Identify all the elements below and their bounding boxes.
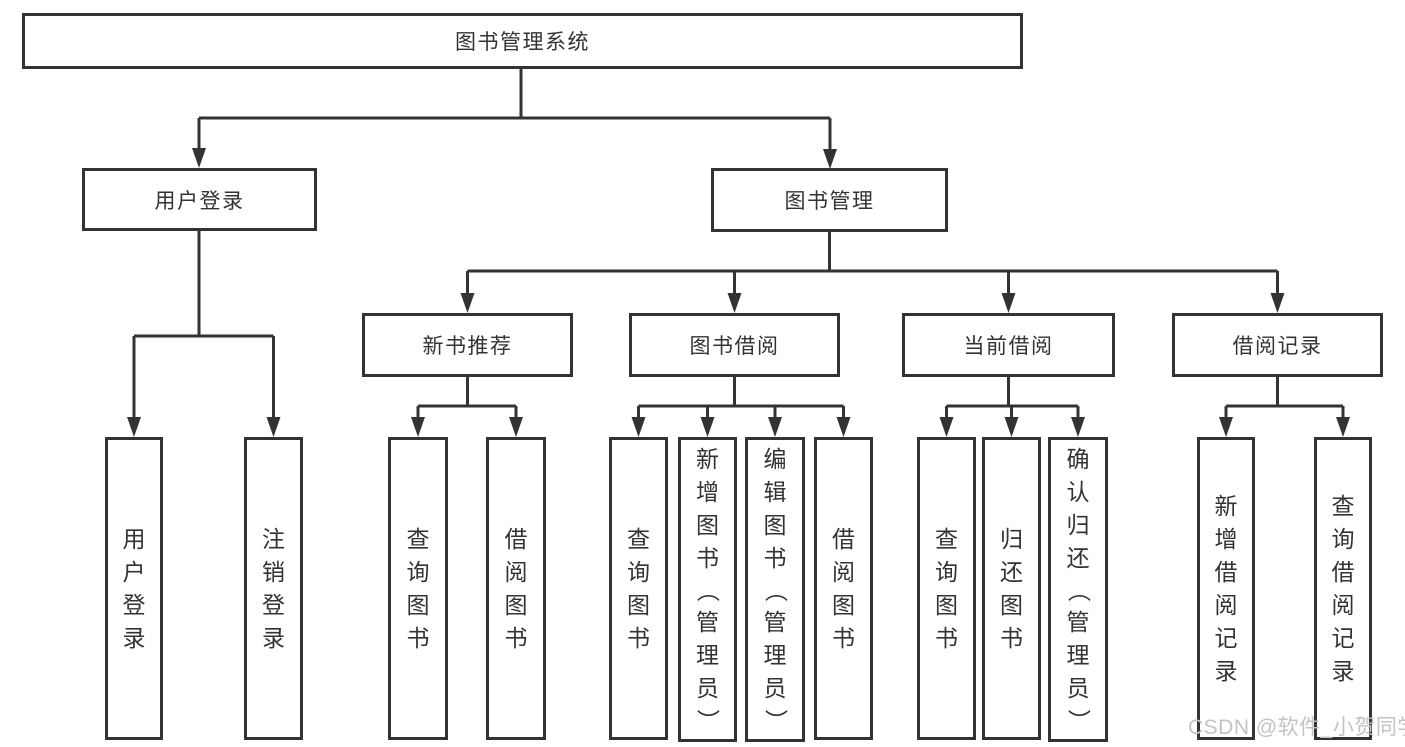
node-label: 注销登录 xyxy=(262,525,285,651)
node-label: 图书管理 xyxy=(784,190,875,213)
node-label: 用户登录 xyxy=(154,189,245,213)
csdn-watermark: CSDN @软件_小贺同学 xyxy=(1188,716,1405,739)
node-label: 查询图书 xyxy=(627,525,650,651)
arrow-down-icon xyxy=(768,417,782,437)
arrow-down-icon xyxy=(460,293,475,313)
node-label: 查询图书 xyxy=(406,525,430,651)
leaf-logout: 注销登录 xyxy=(244,437,303,740)
node-label: 新书推荐 xyxy=(422,335,513,358)
leaf-borrow-books-recommend: 借阅图书 xyxy=(486,437,546,740)
arrow-down-icon xyxy=(1336,417,1350,437)
connector-user-login-to-children xyxy=(127,231,281,437)
leaf-user-login: 用户登录 xyxy=(105,437,163,740)
arrow-down-icon xyxy=(411,417,425,437)
arrow-down-icon xyxy=(700,417,715,437)
connector-current-borrow-to-children xyxy=(939,377,1085,437)
arrow-down-icon xyxy=(823,149,837,169)
leaf-query-books-borrow: 查询图书 xyxy=(609,437,668,740)
arrow-down-icon xyxy=(1004,417,1019,437)
node-label: 图书借阅 xyxy=(689,335,780,358)
arrow-down-icon xyxy=(127,417,141,437)
node-label: 借阅图书 xyxy=(504,525,528,651)
connector-borrow-record-to-children xyxy=(1219,377,1350,437)
arrow-down-icon xyxy=(727,293,742,313)
arrow-down-icon xyxy=(1001,293,1016,313)
leaf-query-books-recommend: 查询图书 xyxy=(388,437,448,740)
leaf-add-book-admin: 新增图书（管理员） xyxy=(678,437,737,742)
node-label: 用户登录 xyxy=(122,525,146,651)
arrow-down-icon xyxy=(509,417,523,437)
connector-book-borrow-to-children xyxy=(631,377,851,437)
connector-book-management-to-level3 xyxy=(460,232,1285,313)
arrow-down-icon xyxy=(631,417,646,437)
node-label: 确认归还（管理员） xyxy=(1065,446,1092,732)
leaf-confirm-return-admin: 确认归还（管理员） xyxy=(1048,437,1108,742)
leaf-query-books-current: 查询图书 xyxy=(917,437,976,740)
arrow-down-icon xyxy=(266,417,281,437)
connector-root-to-level2 xyxy=(192,69,837,169)
node-library-system: 图书管理系统 xyxy=(22,13,1023,69)
leaf-return-books: 归还图书 xyxy=(982,437,1041,740)
arrow-down-icon xyxy=(1071,417,1085,437)
arrow-down-icon xyxy=(939,417,954,437)
leaf-query-borrow-record: 查询借阅记录 xyxy=(1314,437,1372,740)
node-label: 查询图书 xyxy=(935,525,958,651)
leaf-add-borrow-record: 新增借阅记录 xyxy=(1197,437,1255,740)
node-book-management: 图书管理 xyxy=(711,168,948,232)
node-book-borrow: 图书借阅 xyxy=(629,313,840,377)
node-label: 归还图书 xyxy=(1000,525,1023,651)
arrow-down-icon xyxy=(1219,417,1233,437)
node-label: 借阅记录 xyxy=(1232,335,1323,358)
node-current-borrow: 当前借阅 xyxy=(902,313,1115,377)
node-label: 查询借阅记录 xyxy=(1331,492,1355,684)
node-user-login: 用户登录 xyxy=(82,168,317,231)
node-new-book-recommend: 新书推荐 xyxy=(362,313,573,377)
node-label: 当前借阅 xyxy=(963,335,1054,358)
leaf-borrow-books: 借阅图书 xyxy=(814,437,873,740)
node-label: 编辑图书（管理员） xyxy=(762,446,789,732)
node-label: 图书管理系统 xyxy=(455,31,590,54)
arrow-down-icon xyxy=(836,417,851,437)
node-label: 新增借阅记录 xyxy=(1214,492,1238,684)
connector-new-book-to-children xyxy=(411,377,523,437)
node-label: 借阅图书 xyxy=(832,525,855,651)
arrow-down-icon xyxy=(1270,293,1285,313)
node-label: 新增图书（管理员） xyxy=(695,446,721,732)
node-borrow-records: 借阅记录 xyxy=(1172,313,1383,377)
arrow-down-icon xyxy=(192,148,206,168)
leaf-edit-book-admin: 编辑图书（管理员） xyxy=(745,437,805,742)
